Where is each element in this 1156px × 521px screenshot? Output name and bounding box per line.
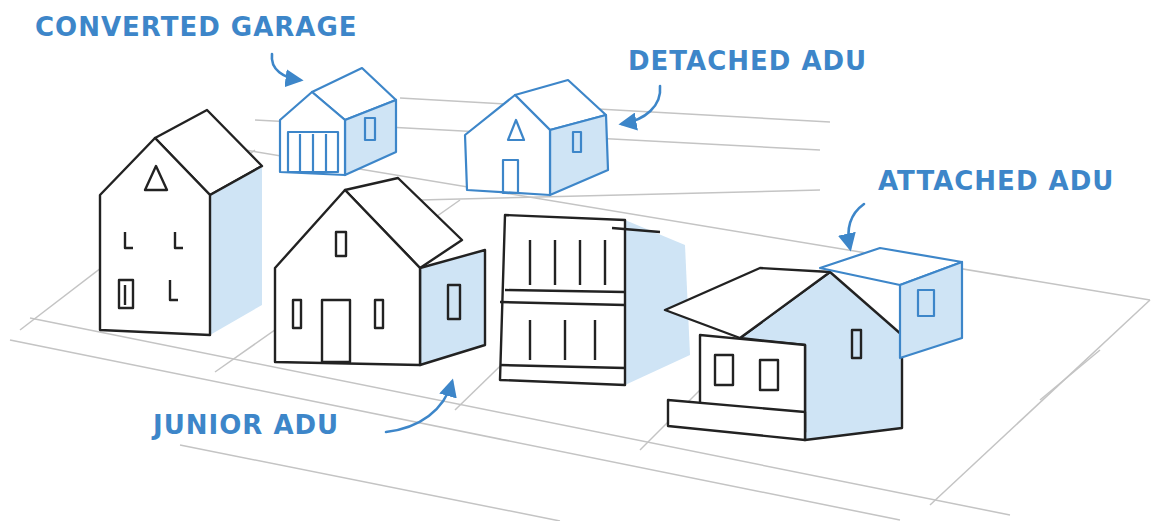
main-house <box>665 268 902 440</box>
main-house <box>500 215 690 385</box>
callout-label: DETACHED ADU <box>628 46 867 77</box>
callout-label: CONVERTED GARAGE <box>35 12 358 43</box>
leader-arrows <box>272 54 864 432</box>
main-house <box>100 110 262 335</box>
callout-label: ATTACHED ADU <box>878 166 1114 197</box>
attached-adu <box>820 248 962 358</box>
ground-grid <box>10 98 1150 521</box>
callout-label: JUNIOR ADU <box>153 410 339 441</box>
detached-adu <box>465 80 608 195</box>
main-house <box>275 178 485 365</box>
converted-garage <box>280 68 396 175</box>
